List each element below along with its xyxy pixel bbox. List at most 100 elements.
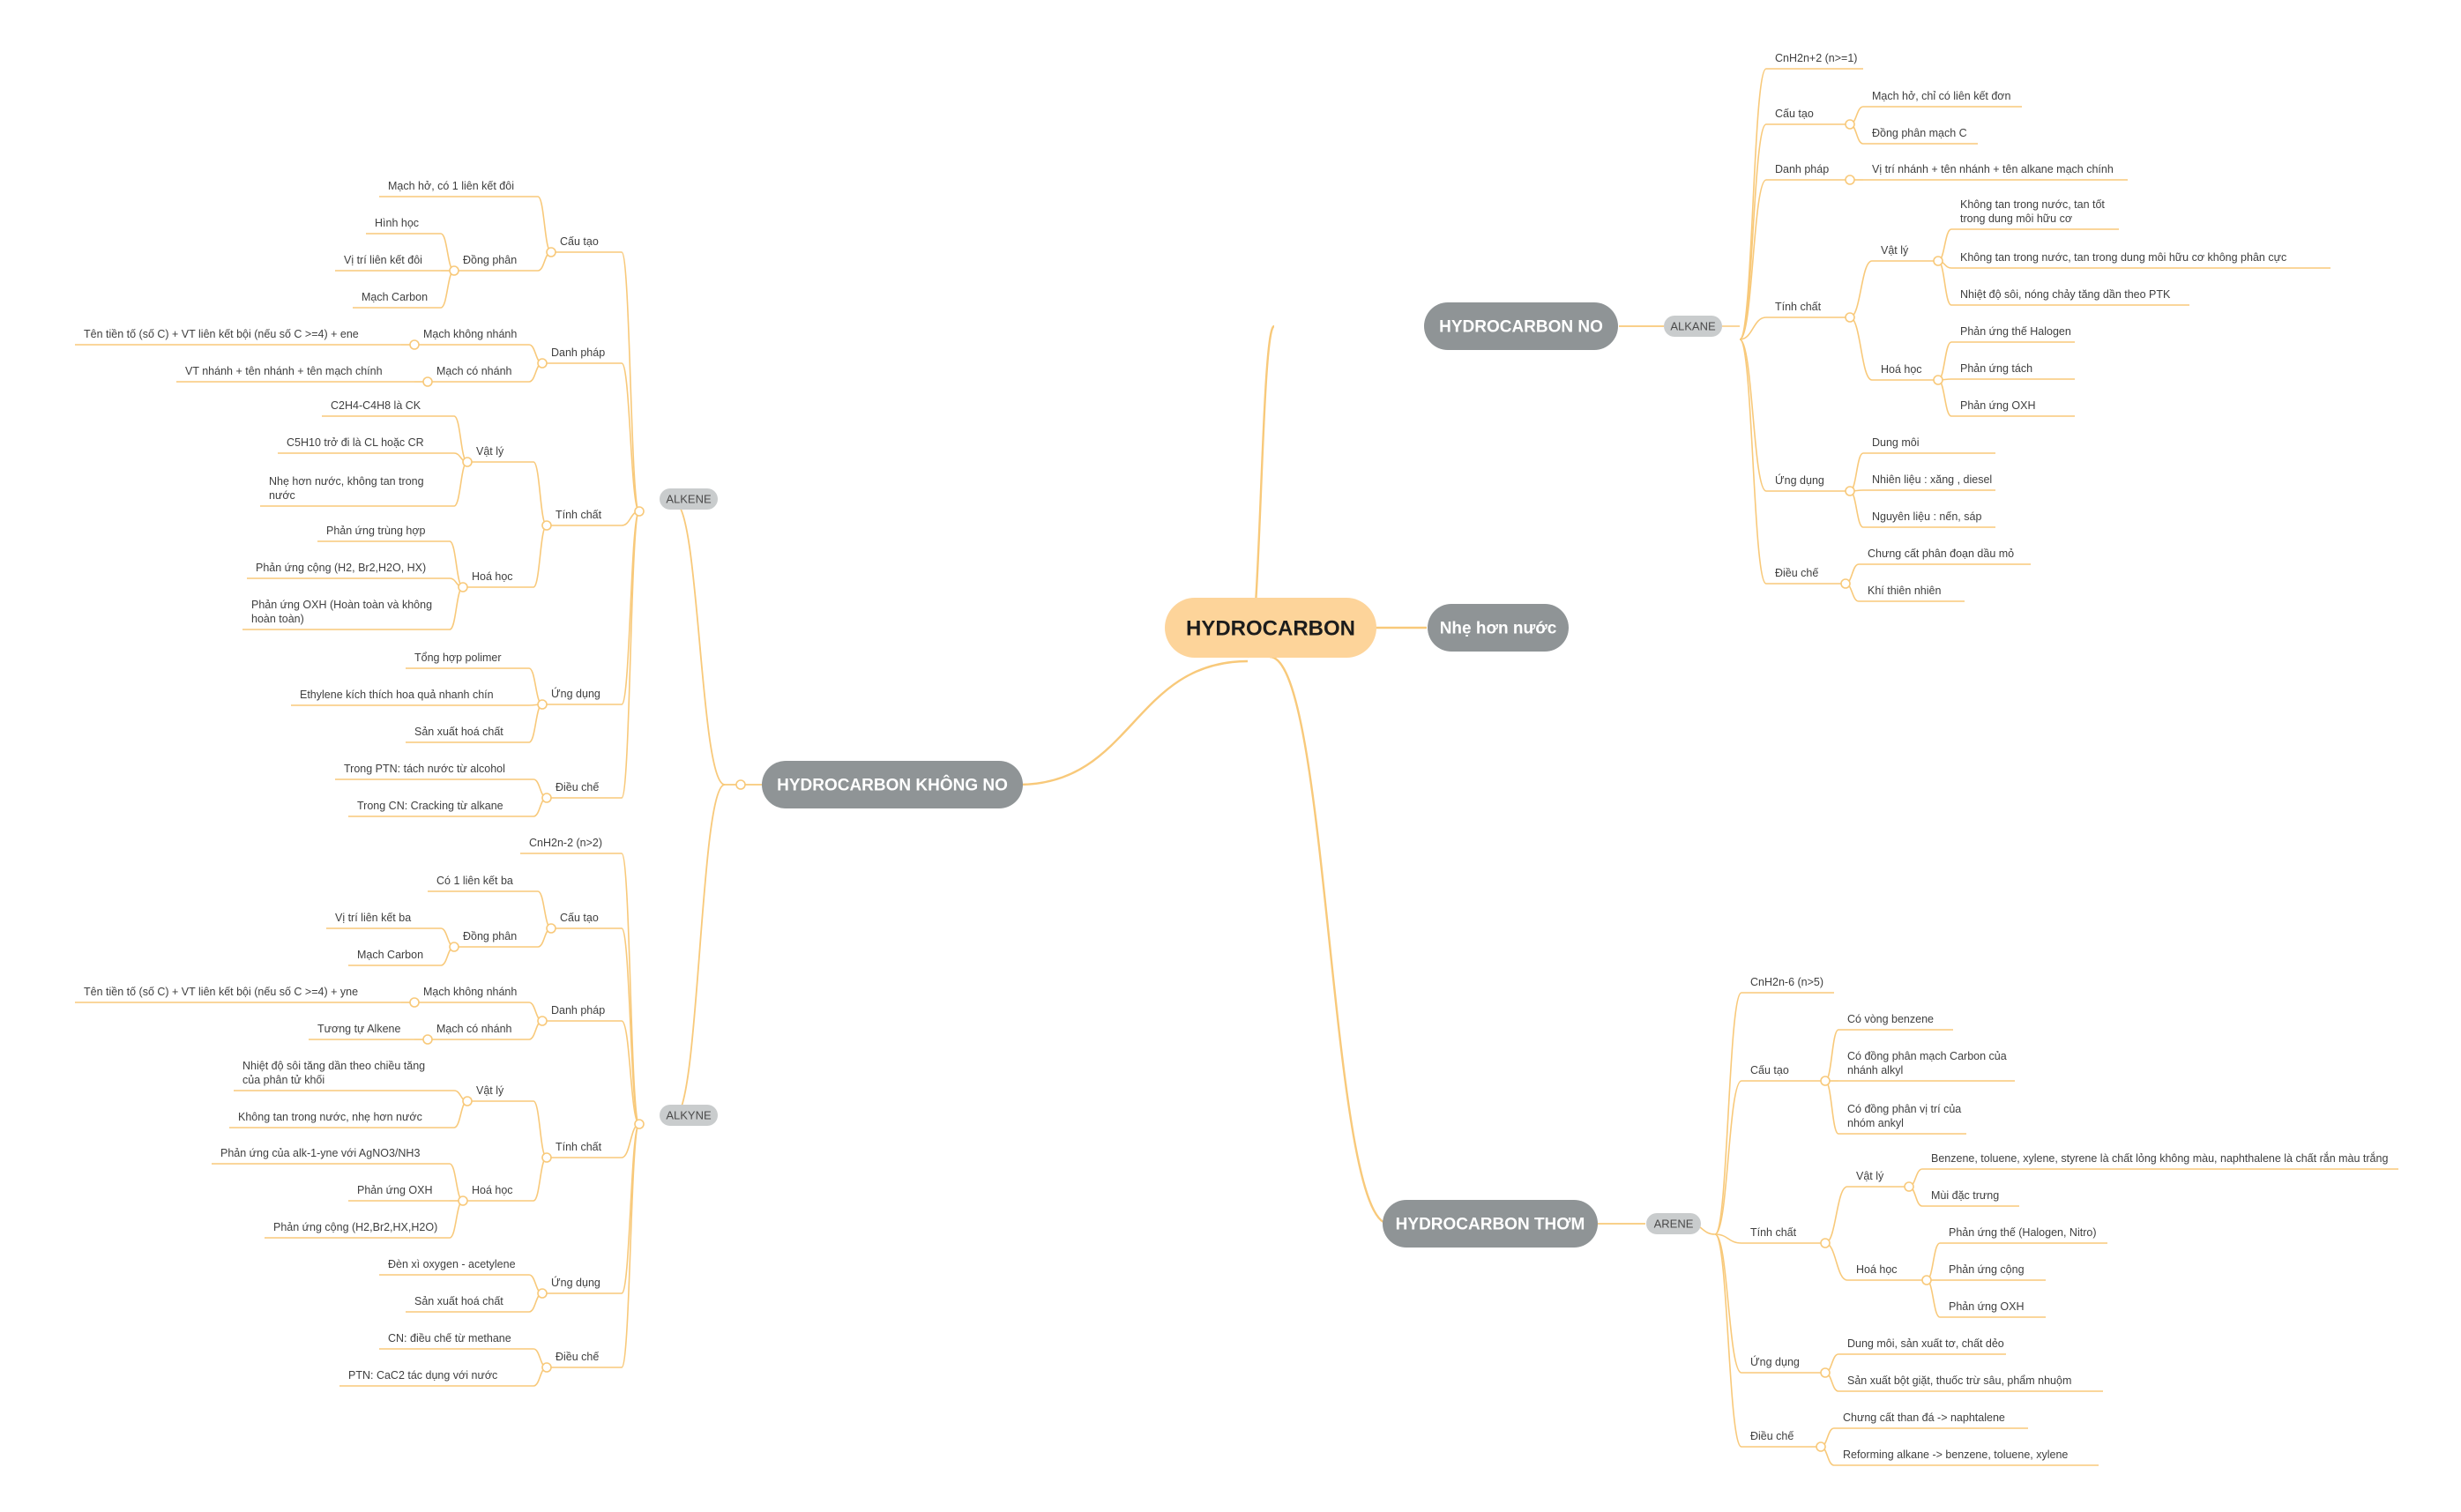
alkene-dong-phan-item[interactable]: Mạch Carbon (362, 291, 428, 303)
alkane-vat-ly[interactable]: Vật lý (1881, 244, 1909, 257)
alkane-dieu-che[interactable]: Điều chế (1775, 567, 1818, 579)
alkyne-dong-phan-item[interactable]: Vị trí liên kết ba (335, 912, 411, 924)
alkene-cau-tao-item[interactable]: Mạch hở, có 1 liên kết đôi (388, 180, 514, 192)
alkene-ung-dung[interactable]: Ứng dụng (551, 687, 600, 700)
alkene-dieu-che-item[interactable]: Trong PTN: tách nước từ alcohol (344, 763, 505, 775)
arene-vat-ly[interactable]: Vật lý (1856, 1170, 1884, 1182)
alkene-mach-co-nhanh[interactable]: Mạch có nhánh (436, 365, 512, 377)
alkane-cau-tao-item[interactable]: Mạch hở, chỉ có liên kết đơn (1872, 90, 2010, 102)
alkene-cau-tao[interactable]: Cấu tạo (560, 235, 599, 248)
arene-cau-tao[interactable]: Cấu tạo (1750, 1064, 1789, 1076)
alkyne-hoa-hoc-item[interactable]: Phản ứng OXH (357, 1184, 433, 1196)
alkane-vat-ly-item[interactable]: Nhiệt độ sôi, nóng chảy tăng dần theo PT… (1960, 288, 2171, 301)
alkene-dong-phan[interactable]: Đồng phân (463, 254, 517, 266)
alkene-dong-phan-item[interactable]: Hình học (375, 217, 419, 229)
alkyne-vat-ly-item[interactable]: Không tan trong nước, nhẹ hơn nước (238, 1111, 422, 1123)
arene-vat-ly-item[interactable]: Mùi đặc trưng (1931, 1189, 1999, 1202)
node-hydrocarbon-khong-no[interactable]: HYDROCARBON KHÔNG NO (762, 761, 1023, 808)
alkane-hoa-hoc-item[interactable]: Phản ứng thế Halogen (1960, 325, 2071, 338)
alkene-hoa-hoc[interactable]: Hoá học (472, 570, 513, 583)
alkane-danh-phap-item[interactable]: Vị trí nhánh + tên nhánh + tên alkane mạ… (1872, 163, 2114, 175)
alkene-hoa-hoc-item[interactable]: Phản ứng trùng hợp (326, 525, 426, 537)
alkyne-dieu-che-item[interactable]: CN: điều chế từ methane (388, 1332, 511, 1344)
alkane-hoa-hoc[interactable]: Hoá học (1881, 363, 1922, 376)
alkyne-mach-co-nhanh[interactable]: Mạch có nhánh (436, 1023, 512, 1035)
alkyne-ung-dung[interactable]: Ứng dụng (551, 1276, 600, 1289)
arene-ung-dung-item[interactable]: Dung môi, sản xuất tơ, chất dẻo (1847, 1337, 2004, 1350)
alkyne-formula[interactable]: CnH2n-2 (n>2) (529, 837, 602, 849)
alkene-hoa-hoc-item[interactable]: Phản ứng cộng (H2, Br2,H2O, HX) (256, 562, 426, 574)
arene-dieu-che-item[interactable]: Chưng cất than đá -> naphtalene (1843, 1411, 2005, 1424)
arene-vat-ly-item[interactable]: Benzene, toluene, xylene, styrene là chấ… (1931, 1151, 2388, 1165)
alkyne-hoa-hoc-item[interactable]: Phản ứng của alk-1-yne với AgNO3/NH3 (220, 1147, 420, 1159)
alkyne-mach-khong-nhanh-item[interactable]: Tên tiền tố (số C) + VT liên kết bội (nế… (84, 986, 358, 998)
alkane-ung-dung-item[interactable]: Nhiên liệu : xăng , diesel (1872, 473, 1992, 486)
alkyne-dong-phan[interactable]: Đồng phân (463, 930, 517, 942)
arene-hoa-hoc-item[interactable]: Phản ứng cộng (1949, 1263, 2025, 1276)
alkane-hoa-hoc-item[interactable]: Phản ứng tách (1960, 362, 2032, 375)
arene-formula[interactable]: CnH2n-6 (n>5) (1750, 976, 1823, 988)
alkyne-vat-ly[interactable]: Vật lý (476, 1084, 504, 1097)
alkene-vat-ly-item[interactable]: C5H10 trở đi là CL hoặc CR (287, 436, 424, 449)
alkane-cau-tao[interactable]: Cấu tạo (1775, 108, 1814, 120)
alkene-dieu-che[interactable]: Điều chế (556, 781, 599, 793)
alkyne-dong-phan-item[interactable]: Mạch Carbon (357, 949, 423, 961)
alkyne-dieu-che-item[interactable]: PTN: CaC2 tác dụng với nước (348, 1369, 497, 1382)
alkyne-mach-co-nhanh-item[interactable]: Tương tự Alkene (317, 1023, 400, 1035)
arene-tinh-chat[interactable]: Tính chất (1750, 1226, 1797, 1239)
alkyne-cau-tao-item[interactable]: Có 1 liên kết ba (436, 875, 513, 887)
alkane-ung-dung-item[interactable]: Dung môi (1872, 436, 1920, 449)
alkene-ung-dung-item[interactable]: Sản xuất hoá chất (414, 726, 503, 738)
alkyne-hoa-hoc[interactable]: Hoá học (472, 1184, 513, 1196)
alkane-cau-tao-item[interactable]: Đồng phân mạch C (1872, 127, 1967, 139)
node-hydrocarbon-no[interactable]: HYDROCARBON NO (1424, 302, 1618, 350)
alkyne-mach-khong-nhanh[interactable]: Mạch không nhánh (423, 986, 517, 998)
alkene-vat-ly[interactable]: Vật lý (476, 445, 504, 458)
tag-alkyne[interactable]: ALKYNE (660, 1105, 718, 1126)
alkene-mach-khong-nhanh[interactable]: Mạch không nhánh (423, 328, 517, 340)
alkyne-danh-phap[interactable]: Danh pháp (551, 1004, 605, 1017)
alkane-ung-dung-item[interactable]: Nguyên liệu : nến, sáp (1872, 510, 1981, 523)
alkyne-ung-dung-item[interactable]: Đèn xì oxygen - acetylene (388, 1258, 516, 1270)
alkane-dieu-che-item[interactable]: Chưng cất phân đoạn dầu mỏ (1868, 547, 2014, 560)
alkene-ung-dung-item[interactable]: Tổng hợp polimer (414, 652, 502, 664)
alkene-danh-phap[interactable]: Danh pháp (551, 346, 605, 359)
alkane-vat-ly-item[interactable]: Không tan trong nước, tan trong dung môi… (1960, 251, 2286, 264)
root-node[interactable]: HYDROCARBON (1165, 598, 1376, 658)
arene-ung-dung[interactable]: Ứng dụng (1750, 1355, 1800, 1368)
alkane-hoa-hoc-item[interactable]: Phản ứng OXH (1960, 399, 2036, 412)
alkane-danh-phap[interactable]: Danh pháp (1775, 163, 1829, 175)
tag-alkene[interactable]: ALKENE (660, 488, 718, 510)
alkane-formula[interactable]: CnH2n+2 (n>=1) (1775, 52, 1857, 64)
alkyne-ung-dung-item[interactable]: Sản xuất hoá chất (414, 1295, 503, 1307)
arene-ung-dung-item[interactable]: Sản xuất bột giặt, thuốc trừ sâu, phẩm n… (1847, 1374, 2071, 1387)
tag-alkane[interactable]: ALKANE (1664, 316, 1722, 337)
arene-hoa-hoc-item[interactable]: Phản ứng OXH (1949, 1300, 2025, 1313)
alkene-mach-khong-nhanh-item[interactable]: Tên tiền tố (số C) + VT liên kết bội (nế… (84, 328, 359, 340)
alkane-ung-dung[interactable]: Ứng dụng (1775, 473, 1824, 487)
alkane-dieu-che-item[interactable]: Khí thiên nhiên (1868, 585, 1941, 597)
arene-dieu-che[interactable]: Điều chế (1750, 1430, 1794, 1442)
arene-cau-tao-item[interactable]: Có vòng benzene (1847, 1013, 1934, 1025)
alkene-ung-dung-item[interactable]: Ethylene kích thích hoa quả nhanh chín (300, 689, 494, 701)
arene-hoa-hoc[interactable]: Hoá học (1856, 1263, 1898, 1276)
node-hydrocarbon-thom[interactable]: HYDROCARBON THƠM (1383, 1200, 1598, 1248)
alkyne-cau-tao[interactable]: Cấu tạo (560, 912, 599, 924)
arene-dieu-che-item[interactable]: Reforming alkane -> benzene, toluene, xy… (1843, 1449, 2068, 1461)
alkene-tinh-chat[interactable]: Tính chất (556, 509, 602, 521)
alkene-vat-ly-item[interactable]: C2H4-C4H8 là CK (331, 399, 421, 412)
arene-hoa-hoc-item[interactable]: Phản ứng thế (Halogen, Nitro) (1949, 1226, 2097, 1239)
node-nhe-hon-nuoc[interactable]: Nhẹ hơn nước (1428, 604, 1569, 652)
alkane-tinh-chat[interactable]: Tính chất (1775, 301, 1822, 313)
tag-arene[interactable]: ARENE (1646, 1213, 1701, 1234)
alkyne-hoa-hoc-item[interactable]: Phản ứng cộng (H2,Br2,HX,H2O) (273, 1221, 437, 1233)
alkene-mach-co-nhanh-item[interactable]: VT nhánh + tên nhánh + tên mạch chính (185, 365, 383, 377)
alkene-dong-phan-item[interactable]: Vị trí liên kết đôi (344, 254, 422, 266)
alkene-dieu-che-item[interactable]: Trong CN: Cracking từ alkane (357, 800, 503, 812)
